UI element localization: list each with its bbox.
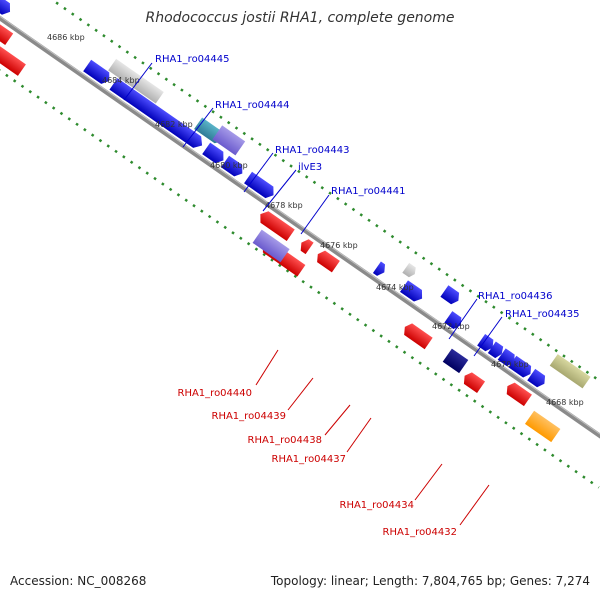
gene-red-outer-1[interactable] [0,42,26,76]
gene-ro04434[interactable] [401,321,433,350]
scale-label-4680: 4680 kbp [210,161,248,170]
scale-label-4686: 4686 kbp [47,33,85,42]
leader-ro04443 [243,152,274,193]
upper-tick-track [16,0,600,417]
gene-blue-4[interactable] [202,142,227,166]
gene-blue-12[interactable] [497,348,518,368]
leader-ro04435 [473,316,503,357]
genome-backbone-highlight [0,10,600,458]
reverse-gene-labels [255,349,490,526]
label-ro04439[interactable]: RHA1_ro04439 [212,411,287,422]
label-ilvE3[interactable]: ilvE3 [298,162,322,173]
gene-blue-6[interactable] [244,171,277,201]
gene-ro04440[interactable] [256,208,295,242]
gene-ro04438[interactable] [297,237,314,255]
genome-summary-text: Topology: linear; Length: 7,804,765 bp; … [270,574,590,588]
gene-ro04432[interactable] [442,348,469,374]
forward-gene-label-text: RHA1_ro04445 RHA1_ro04444 RHA1_ro04443 i… [155,54,580,320]
label-ro04435[interactable]: RHA1_ro04435 [505,309,580,320]
genome-backbone [0,10,600,460]
scale-label-4684: 4684 kbp [102,76,140,85]
gene-blue-13[interactable] [508,355,534,380]
scale-label-4670: 4670 kbp [491,360,529,369]
label-ro04445[interactable]: RHA1_ro04445 [155,54,230,65]
gene-olive[interactable] [549,354,591,389]
label-ro04438[interactable]: RHA1_ro04438 [248,435,323,446]
gene-ro04439-violet[interactable] [252,229,290,263]
gene-blue-5[interactable] [221,155,246,179]
gene-blue-1[interactable] [0,0,14,18]
gene-ro04432-partner[interactable] [503,380,532,407]
scale-label-4678: 4678 kbp [265,201,303,210]
leader-ro04444 [182,107,214,148]
leader-ro04432 [459,484,490,526]
label-ro04440[interactable]: RHA1_ro04440 [178,388,253,399]
gene-red-1[interactable] [0,7,14,46]
gene-blue-7[interactable] [372,261,388,278]
label-ro04437[interactable]: RHA1_ro04437 [272,454,347,465]
gene-blue-14[interactable] [527,368,548,390]
forward-track [0,0,548,390]
forward-gene-labels [123,62,503,357]
gene-ro04435[interactable] [440,285,462,306]
scale-label-4682: 4682 kbp [155,120,193,129]
leader-ro04434 [414,463,443,501]
label-ro04432[interactable]: RHA1_ro04432 [383,527,458,538]
reverse-gene-label-text: RHA1_ro04440 RHA1_ro04439 RHA1_ro04438 R… [178,388,458,538]
gene-blue-10[interactable] [477,334,496,353]
reverse-outer-track [0,42,561,443]
leader-ro04445 [123,62,153,101]
gene-gray-large[interactable] [108,58,164,104]
scale-label-4674: 4674 kbp [376,283,414,292]
label-ro04443[interactable]: RHA1_ro04443 [275,145,350,156]
leader-ro04440 [255,349,279,386]
leader-ro04438 [324,404,351,436]
label-ro04436[interactable]: RHA1_ro04436 [478,291,553,302]
scale-label-4676: 4676 kbp [320,241,358,250]
accession-text: Accession: NC_008268 [10,574,147,588]
leader-ro04441 [300,194,330,235]
gene-orange[interactable] [524,410,561,443]
reverse-track [0,7,532,407]
gene-ro04441[interactable] [212,125,246,156]
gene-ro04437[interactable] [314,248,340,273]
gene-blue-3[interactable] [109,78,206,151]
label-ro04444[interactable]: RHA1_ro04444 [215,100,290,111]
gene-blue-9[interactable] [444,311,464,331]
map-title: Rhodococcus jostii RHA1, complete genome [145,10,455,26]
gene-blue-2[interactable] [83,59,113,87]
gene-ro04436[interactable] [402,262,418,279]
leader-ilvE3 [262,169,297,212]
leader-ro04439 [287,377,314,411]
gene-blue-11[interactable] [487,341,506,359]
leader-ro04436 [448,298,478,340]
leader-ro04437 [346,417,372,453]
label-ro04441[interactable]: RHA1_ro04441 [331,186,406,197]
scale-label-4668: 4668 kbp [546,398,584,407]
scale-label-4672: 4672 kbp [432,322,470,331]
gene-red-outer-2[interactable] [461,370,486,393]
gene-blue-8[interactable] [400,280,426,304]
label-ro04434[interactable]: RHA1_ro04434 [340,500,415,511]
forward-outer-track [108,58,591,389]
scale-labels: 4686 kbp 4684 kbp 4682 kbp 4680 kbp 4678… [47,33,584,407]
